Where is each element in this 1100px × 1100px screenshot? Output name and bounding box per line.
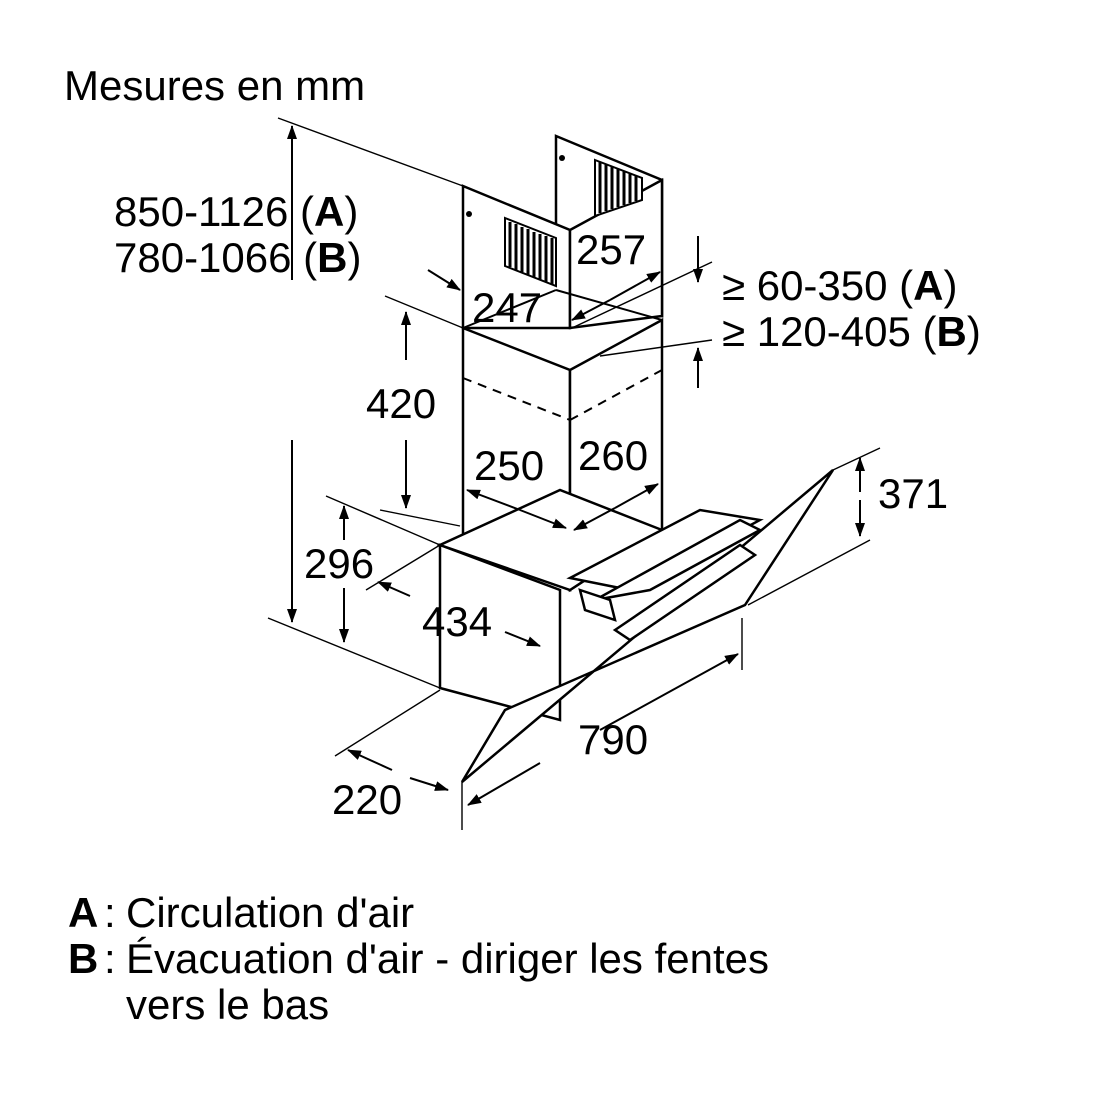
legend-item-a: A : Circulation d'air	[68, 889, 415, 936]
label-height-a: 850-1126 (A)	[114, 188, 358, 235]
label-clearance-b: ≥ 120-405 (B)	[722, 308, 981, 355]
vent-grille-front	[504, 216, 557, 288]
label-body-height: 296	[304, 540, 374, 587]
hood-drawing	[436, 134, 835, 783]
label-bottom-depth: 220	[332, 776, 402, 823]
diagram-title: Mesures en mm	[64, 62, 365, 109]
vent-grille-back	[594, 158, 643, 218]
label-chimney-depth: 257	[576, 226, 646, 273]
hood-top-cover	[566, 508, 764, 592]
legend-key-b: B	[68, 935, 99, 982]
label-height-b: 780-1066 (B)	[114, 234, 362, 281]
label-glass-height: 371	[878, 470, 948, 517]
hood-body-front	[438, 543, 562, 722]
label-body-depth: 434	[422, 598, 492, 645]
glass-handle	[612, 543, 758, 642]
label-chimney-width: 247	[472, 284, 542, 331]
dimension-lines	[267, 117, 881, 830]
legend-text-b: Évacuation d'air - diriger les fentes	[126, 935, 770, 982]
legend: A : Circulation d'air B : Évacuation d'a…	[68, 890, 1048, 1028]
label-lower-chimney-height: 420	[366, 380, 436, 427]
legend-text-a: Circulation d'air	[126, 889, 415, 936]
label-lower-chimney-width: 250	[474, 442, 544, 489]
legend-item-b: B : Évacuation d'air - diriger les fente…	[68, 935, 770, 982]
label-glass-width: 790	[578, 716, 648, 763]
label-lower-chimney-depth: 260	[578, 432, 648, 479]
legend-key-a: A	[68, 889, 99, 936]
legend-text-b-continued: vers le bas	[126, 981, 330, 1028]
label-clearance-a: ≥ 60-350 (A)	[722, 262, 958, 309]
